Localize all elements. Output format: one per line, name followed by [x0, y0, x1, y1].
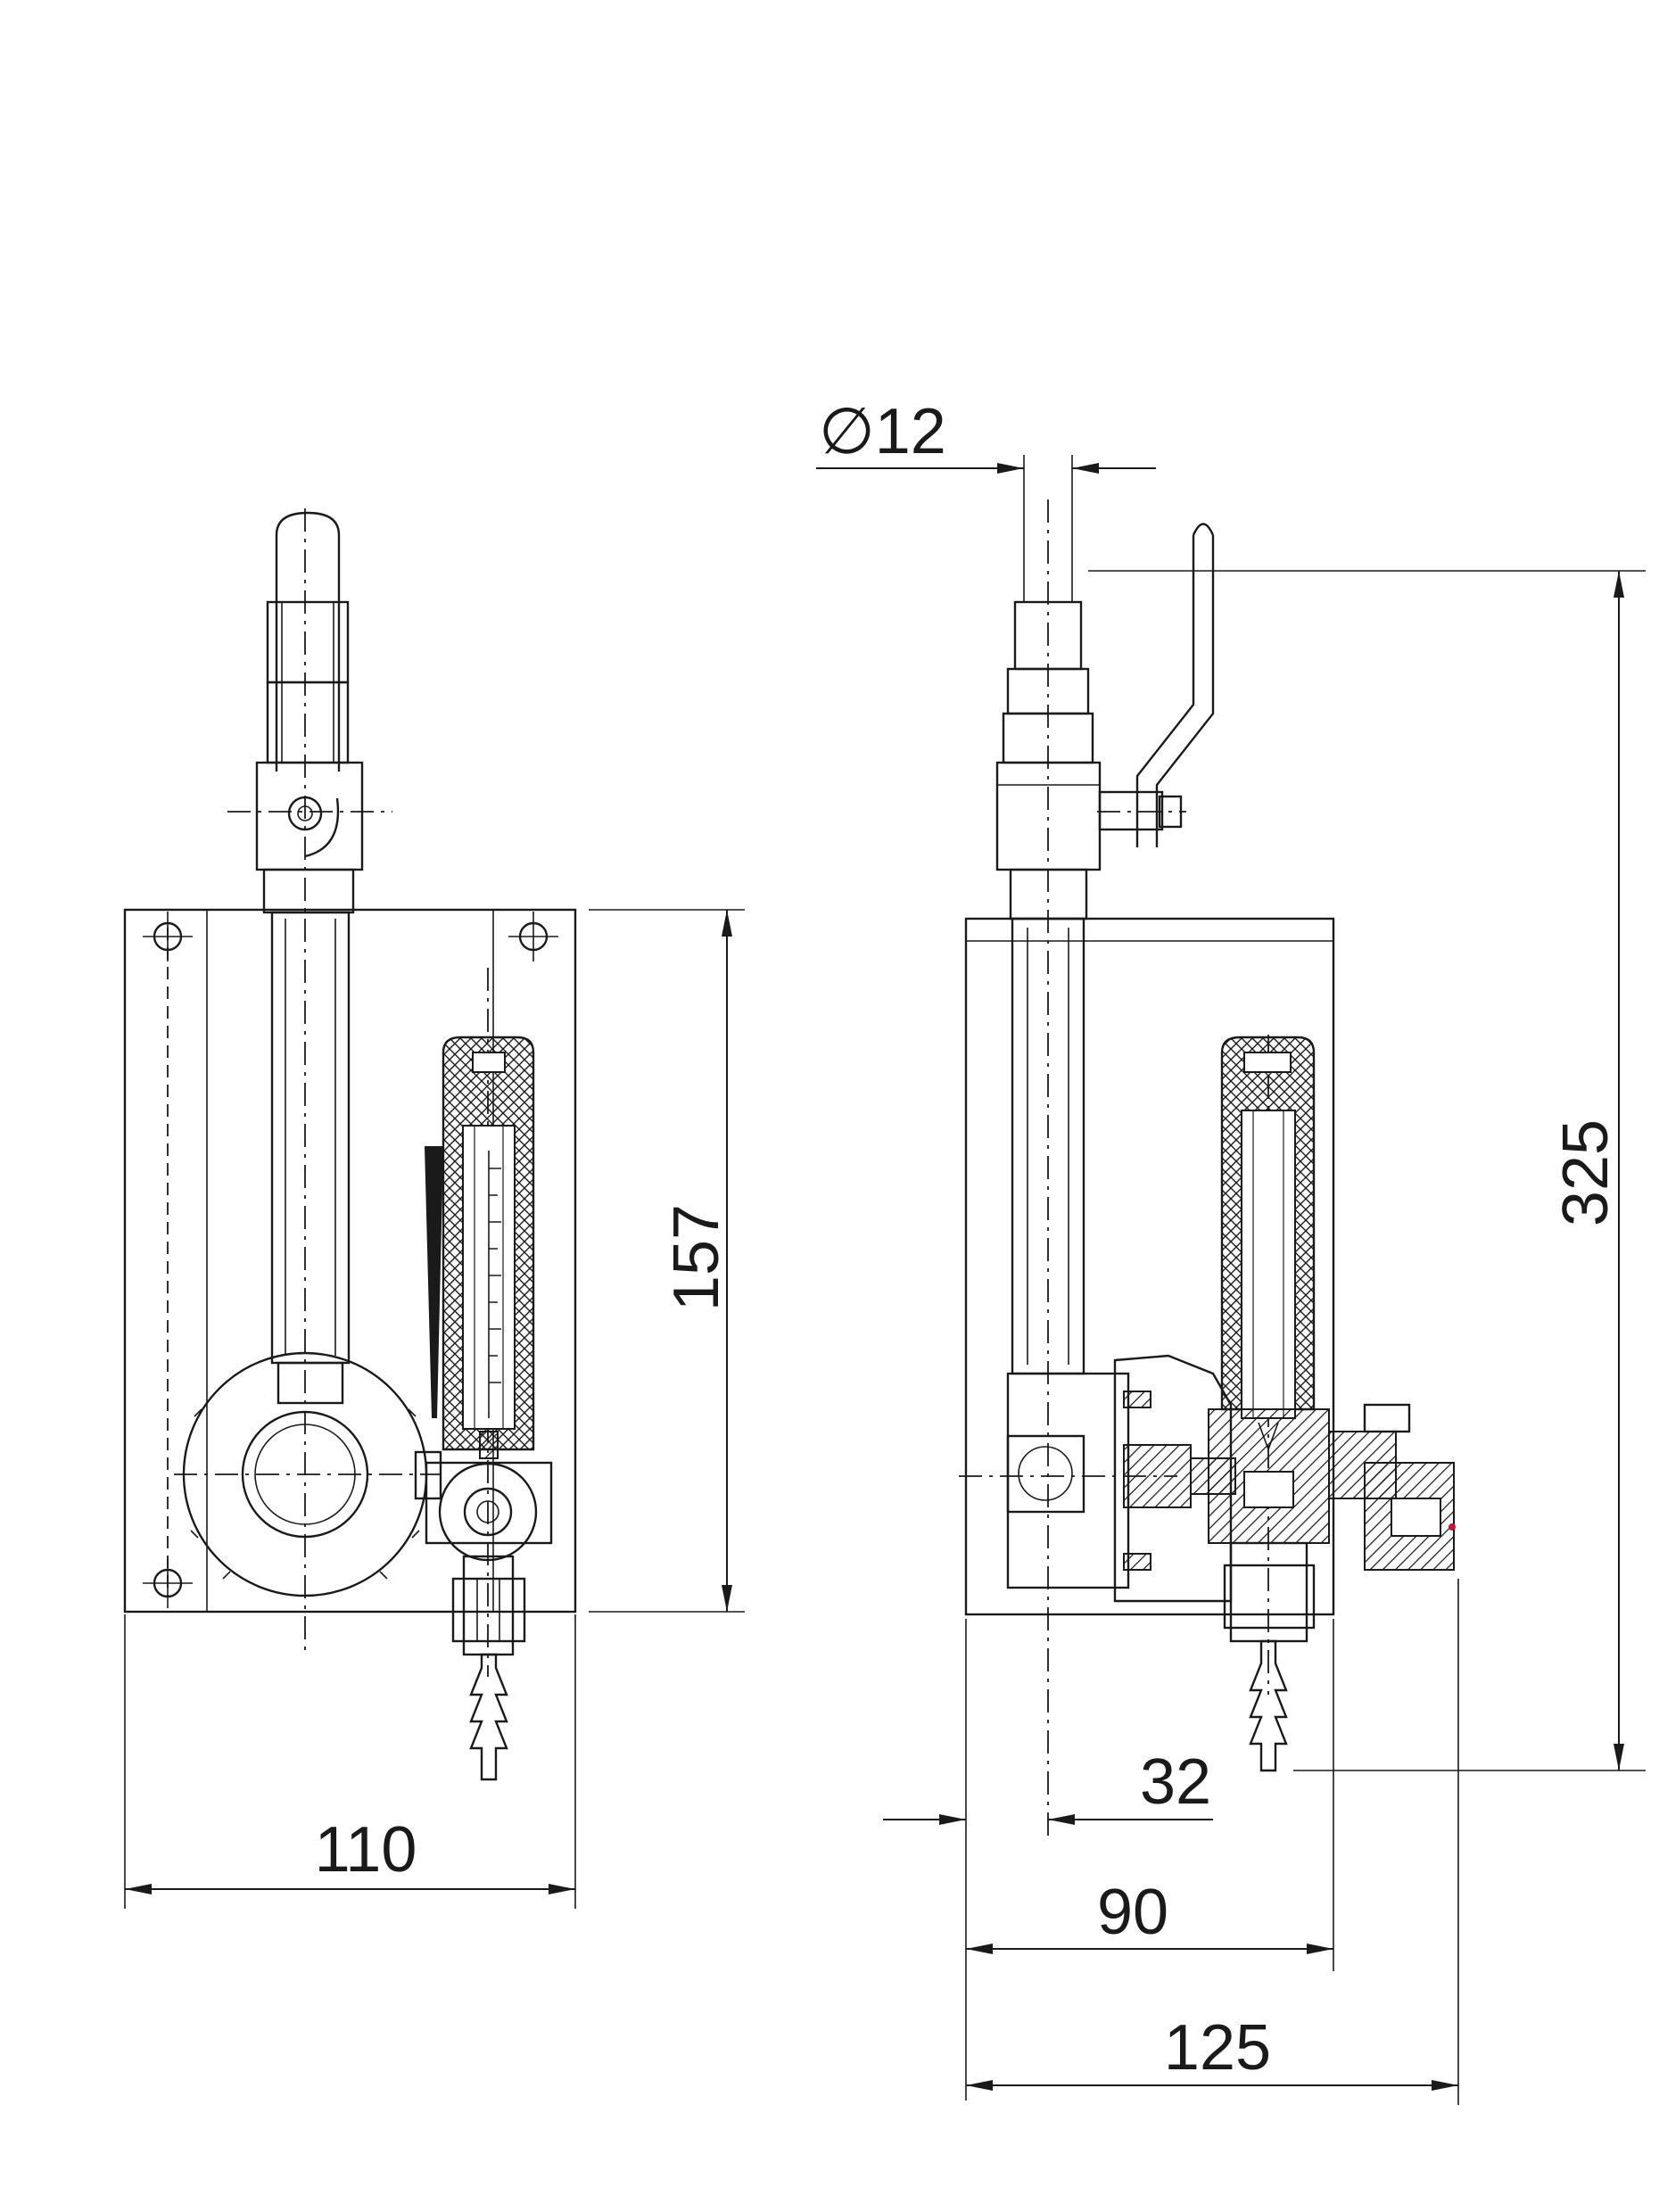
dimension-width-front-label: 110: [315, 1814, 417, 1886]
dimension-overall-height: 325: [1088, 570, 1646, 1771]
dimension-plate-depth: 90: [966, 1619, 1334, 1971]
dimension-offset-center-label: 32: [1140, 1746, 1211, 1818]
dimension-width-front: 110: [124, 1614, 576, 1909]
hose-barb-side: [1249, 1639, 1288, 1772]
side-outlet-block: [1208, 1403, 1456, 1643]
side-regulator-body: [1006, 1354, 1236, 1603]
hose-barb-front: [469, 1653, 508, 1781]
dimension-overall-depth: 125: [966, 1579, 1459, 2105]
outlet-fitting: [425, 1461, 553, 1656]
side-inlet-pipe: [995, 553, 1102, 1375]
flowmeter-tube: [442, 1036, 535, 1459]
dimension-pipe-diameter-label: ∅12: [819, 396, 946, 467]
side-flowmeter-tube: [1220, 1036, 1316, 1452]
mounting-plate: [123, 908, 577, 1614]
dimension-pipe-diameter: ∅12: [816, 396, 1156, 553]
side-lever-handle: [1098, 523, 1215, 847]
pointer-wedge: [425, 1146, 443, 1418]
dimension-overall-depth-label: 125: [1164, 2012, 1271, 2084]
dimension-plate-depth-label: 90: [1097, 1877, 1168, 1948]
mounting-hole-tr: [508, 912, 558, 962]
inlet-pipe: [270, 911, 351, 1405]
side-view: [959, 499, 1456, 1842]
dimension-height-plate: 157: [589, 909, 745, 1613]
dimension-overall-height-label: 325: [1550, 1119, 1622, 1226]
indicator-dot: [1449, 1523, 1456, 1531]
dimension-offset-center: 32: [883, 1619, 1213, 2101]
side-plate: [964, 917, 1335, 1616]
mounting-hole-tl: [143, 912, 193, 962]
mounting-hole-bl: [143, 1558, 193, 1608]
dimension-height-plate-label: 157: [661, 1204, 732, 1311]
front-view: [123, 508, 577, 1781]
valve-handle: [255, 511, 364, 914]
